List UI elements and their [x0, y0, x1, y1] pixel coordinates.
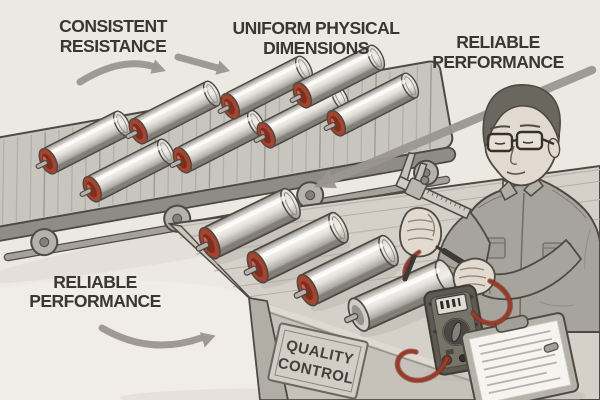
arrow-top-middle	[174, 53, 230, 75]
label-line: PERFORMANCE	[29, 291, 161, 311]
label-line: RESISTANCE	[60, 36, 167, 56]
multimeter-button	[445, 348, 454, 355]
cylinder-shadow	[260, 241, 352, 289]
arrow-long-diagonal	[313, 65, 597, 189]
clipboard-paper-lines	[478, 330, 561, 395]
label-reliable-performance-top: RELIABLE PERFORMANCE	[432, 32, 564, 72]
multimeter-display-digits	[439, 297, 461, 310]
finger-lines	[406, 219, 435, 241]
label-line: DIMENSIONS	[263, 38, 369, 58]
red-test-lead-meter-loop	[394, 348, 450, 384]
label-line: PERFORMANCE	[432, 52, 564, 72]
thumb-line	[427, 213, 436, 237]
inspector-head	[482, 84, 561, 187]
test-probe-right	[402, 249, 422, 282]
probe-body	[402, 254, 417, 282]
cylinder-shadow	[310, 264, 402, 312]
caliper-fixed-jaw	[399, 152, 417, 181]
label-consistent-resistance: CONSISTENT RESISTANCE	[59, 16, 168, 56]
probe-tip	[435, 245, 450, 256]
shirt-collar	[499, 175, 545, 202]
multimeter-screws	[428, 295, 479, 334]
cylinder-shadow	[212, 217, 304, 265]
nose	[510, 145, 518, 165]
inspector-hair	[482, 84, 561, 148]
test-lead-connector	[543, 342, 559, 353]
caliper-scale-ticks	[426, 190, 466, 211]
red-test-lead-probe-to-meter	[470, 278, 513, 327]
inspector-right-hand	[399, 207, 443, 258]
curved-arrow-top-left	[76, 59, 166, 86]
label-line: UNIFORM PHYSICAL	[233, 18, 401, 38]
caliper-slider	[404, 177, 428, 201]
inspector-left-sleeve	[481, 238, 583, 301]
eyes	[494, 141, 534, 145]
label-line: RELIABLE	[53, 272, 137, 292]
sign-panel	[267, 322, 369, 400]
belt-side	[0, 146, 457, 242]
label-reliable-performance-bottom: RELIABLE PERFORMANCE	[29, 272, 161, 311]
bench-components	[188, 184, 404, 313]
label-uniform-physical-dimensions: UNIFORM PHYSICAL DIMENSIONS	[233, 18, 401, 58]
sign-panel-inner	[274, 329, 362, 393]
caliper-thumb-screw	[420, 175, 430, 185]
label-line: CONSISTENT	[59, 16, 168, 36]
quality-control-sign: QUALITY CONTROL	[267, 322, 369, 400]
glasses	[486, 130, 555, 153]
mouth	[506, 171, 526, 175]
vernier-caliper	[394, 152, 472, 220]
eyebrows	[489, 124, 541, 130]
label-line: RELIABLE	[456, 32, 540, 52]
clipboard	[460, 312, 580, 400]
curved-arrow-bottom-left	[98, 324, 216, 349]
